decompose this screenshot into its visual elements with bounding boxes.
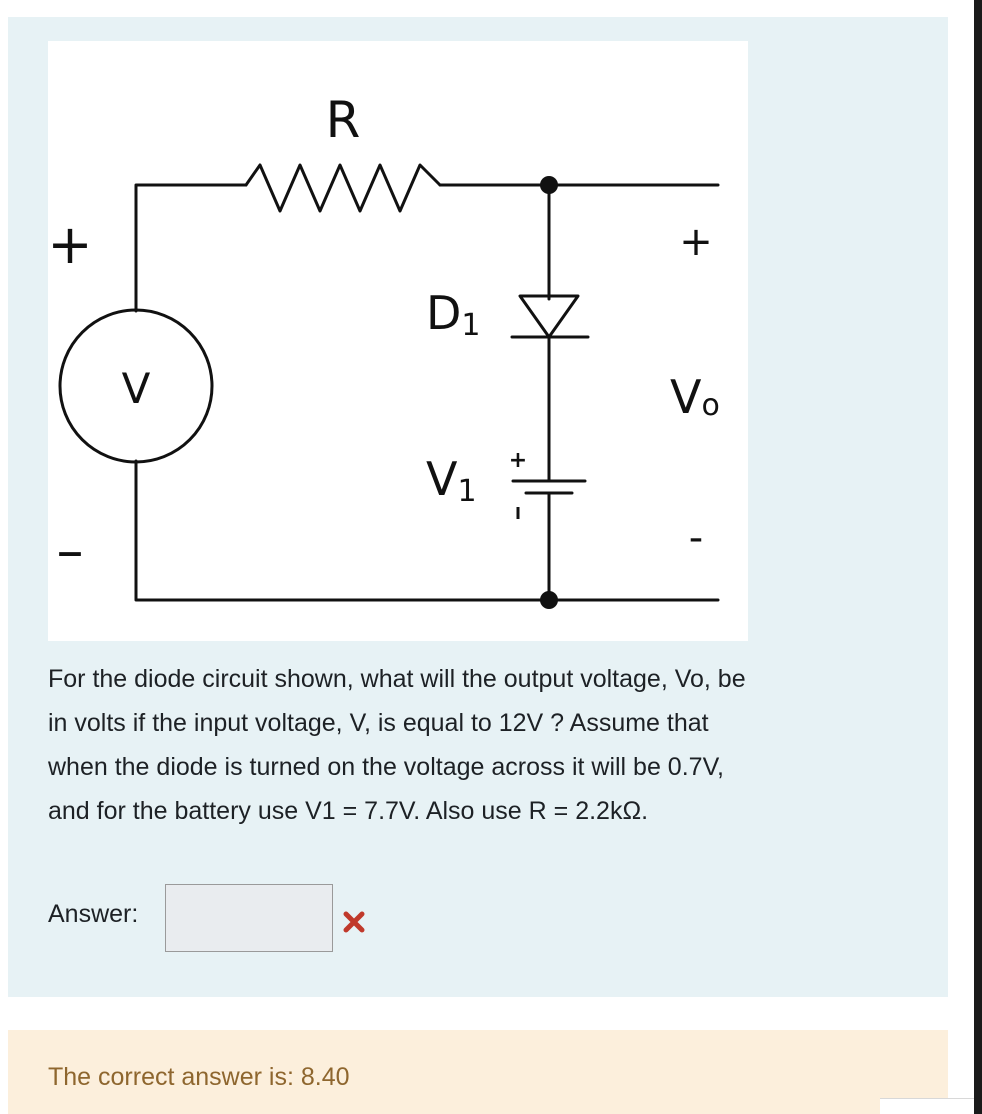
wire-top-left <box>134 183 248 313</box>
output-label-main: V <box>670 370 702 424</box>
diode-label-sub: 1 <box>461 308 480 343</box>
source-label: V <box>122 364 151 413</box>
battery-label: V1 <box>426 452 477 509</box>
battery-label-main: V <box>426 452 458 506</box>
source-plus-sign: + <box>48 213 93 276</box>
corner-widget <box>880 1098 974 1114</box>
feedback-panel: The correct answer is: 8.40 <box>8 1030 948 1114</box>
question-text: For the diode circuit shown, what will t… <box>48 657 928 833</box>
incorrect-cross-icon <box>343 911 365 933</box>
question-text-line: in volts if the input voltage, V, is equ… <box>48 709 709 737</box>
correct-answer-text: The correct answer is: 8.40 <box>48 1063 350 1091</box>
resistor-symbol <box>244 163 442 213</box>
output-label: Vo <box>670 370 720 424</box>
answer-input[interactable] <box>165 884 333 952</box>
battery-plus-sign: + <box>509 448 527 473</box>
question-text-line: For the diode circuit shown, what will t… <box>48 665 746 693</box>
resistor-label: R <box>326 91 361 149</box>
junction-node-top <box>540 176 558 194</box>
window-edge <box>974 0 982 1114</box>
diode-symbol <box>518 294 580 339</box>
diode-label: D1 <box>426 286 481 343</box>
battery-label-sub: 1 <box>457 474 476 509</box>
output-plus-sign: + <box>679 219 713 265</box>
answer-label: Answer: <box>48 900 139 928</box>
question-text-line: when the diode is turned on the voltage … <box>48 753 724 781</box>
output-label-sub: o <box>701 388 719 423</box>
junction-node-bottom <box>540 591 558 609</box>
question-panel: R + – V D1 V1 + + Vo - For the d <box>8 17 948 997</box>
diode-label-main: D <box>426 286 461 340</box>
output-minus-sign: - <box>689 515 703 561</box>
wire-bottom <box>134 459 720 602</box>
circuit-diagram: R + – V D1 V1 + + Vo - <box>48 41 748 641</box>
question-text-line: and for the battery use V1 = 7.7V. Also … <box>48 797 649 825</box>
voltage-source-symbol <box>58 308 214 464</box>
circuit-svg: R + – V D1 V1 + + Vo - <box>48 91 720 609</box>
source-minus-sign: – <box>57 519 84 582</box>
